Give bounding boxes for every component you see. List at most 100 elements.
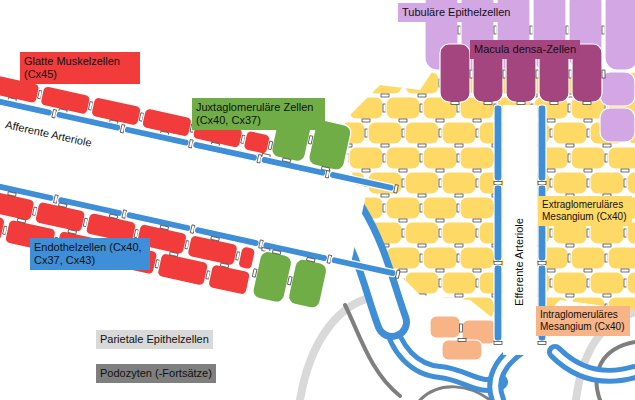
gap-junction (287, 276, 292, 284)
gap-junction (566, 294, 574, 297)
gap-junction (451, 102, 459, 105)
gap-junction (584, 169, 592, 172)
mesangial-cell (442, 172, 476, 194)
gap-junction (8, 192, 16, 197)
gap-junction (455, 144, 463, 147)
label-text: Parietale Epithelzellen (100, 333, 209, 346)
gap-junction (455, 194, 463, 197)
mesangial-cell (386, 197, 420, 219)
gap-junction (457, 304, 460, 312)
gap-junction (362, 169, 370, 172)
gap-junction (621, 169, 629, 172)
gap-junction (328, 279, 331, 287)
afferent-arteriole (0, 40, 428, 326)
mesangial-cell (627, 172, 635, 194)
mesangial-cell (405, 222, 439, 244)
gap-junction (17, 218, 25, 223)
cell-type-label: Endothelzellen (Cx40, Cx37, Cx43) (30, 238, 150, 270)
glomerulus (300, 296, 635, 400)
endothelial-cell (55, 111, 121, 132)
gap-junction (282, 158, 290, 163)
gap-junction (160, 225, 168, 230)
capillary-wall (495, 348, 520, 400)
mesangial-cell (553, 272, 587, 294)
mesangial-cell (460, 247, 494, 269)
mesangial-cell (608, 147, 635, 169)
gap-junction (603, 244, 611, 247)
intraglomerular-mesangial-cell (442, 340, 482, 360)
mesangial-cell (368, 72, 402, 94)
capillary-lumen (495, 348, 520, 400)
label-text: Macula densa-Zellen (474, 43, 576, 56)
mesangial-cell (405, 122, 439, 144)
mesangial-cell (571, 147, 605, 169)
gap-junction (399, 119, 407, 122)
gap-junction (473, 169, 481, 172)
gap-junction (473, 269, 481, 272)
arteriole-lumen (0, 97, 368, 259)
gap-junction (418, 244, 426, 247)
cell-type-label: Juxtaglomeruläre Zellen (Cx40, Cx37) (192, 98, 325, 130)
gap-junction (381, 144, 389, 147)
endothelial-cell (331, 256, 397, 277)
gap-junction (418, 194, 426, 197)
gap-junction (394, 185, 399, 193)
endothelial-cell (538, 105, 546, 181)
gap-junction (328, 79, 331, 87)
smooth-muscle-cell (157, 253, 209, 287)
label-text: Tubuläre Epithelzellen (402, 6, 510, 19)
gap-junction (603, 294, 611, 297)
cell-type-label: Extraglomeruläres Mesangium (Cx40) (538, 196, 632, 226)
mesangial-cell (423, 197, 457, 219)
gap-junction (473, 219, 481, 222)
endothelial-cell (494, 265, 502, 341)
endothelial-cell (494, 105, 502, 181)
mesangial-cell (423, 247, 457, 269)
gap-junction (550, 102, 558, 105)
gap-junction (584, 119, 592, 122)
gap-junction (436, 219, 444, 222)
gap-junction (547, 169, 555, 172)
gap-junction (436, 269, 444, 272)
gap-junction (362, 119, 370, 122)
label-text: Endothelzellen (Cx40, Cx37, Cx43) (34, 241, 146, 267)
mesangial-cell (405, 272, 439, 294)
gap-junction (460, 324, 463, 332)
gap-junction (272, 250, 280, 255)
cell-type-label: Tubuläre Epithelzellen (398, 3, 514, 22)
gap-junction (418, 94, 426, 97)
cell-type-label: Macula densa-Zellen (470, 40, 580, 59)
gap-junction (399, 169, 407, 172)
mesangial-cell (349, 97, 383, 119)
intraglomerular-mesangial-cell (430, 316, 460, 338)
gap-junction (344, 94, 352, 97)
gap-junction (517, 102, 525, 105)
gap-junction (399, 219, 407, 222)
gap-junction (307, 257, 315, 262)
mesangial-cell (590, 172, 624, 194)
smooth-muscle-cell (238, 246, 256, 270)
capillary-wall (555, 352, 635, 376)
parietal-epithelium (300, 296, 380, 400)
label-text: Intraglomeruläres Mesangium (Cx40) (540, 309, 626, 333)
mesangial-cell (405, 72, 439, 94)
mesangial-cell (627, 272, 635, 294)
cell-type-label: Intraglomeruläres Mesangium (Cx40) (536, 306, 630, 336)
mesangial-cell (386, 147, 420, 169)
cell-type-label: Parietale Epithelzellen (96, 330, 213, 349)
mesangial-cell (294, 72, 328, 94)
vessel-label: Afferente Arteriole (3, 118, 94, 150)
gap-junction (420, 304, 423, 312)
gap-junction (418, 294, 426, 297)
gap-junction (59, 203, 67, 208)
mesangial-cell (331, 72, 365, 94)
gap-junction (538, 262, 546, 265)
gap-junction (362, 319, 370, 322)
smooth-muscle-cell (208, 264, 251, 296)
gap-junction (418, 144, 426, 147)
gap-junction (307, 94, 315, 97)
gap-junction (458, 339, 466, 342)
mesangial-cell (571, 247, 605, 269)
macula-densa-cell (440, 44, 470, 102)
